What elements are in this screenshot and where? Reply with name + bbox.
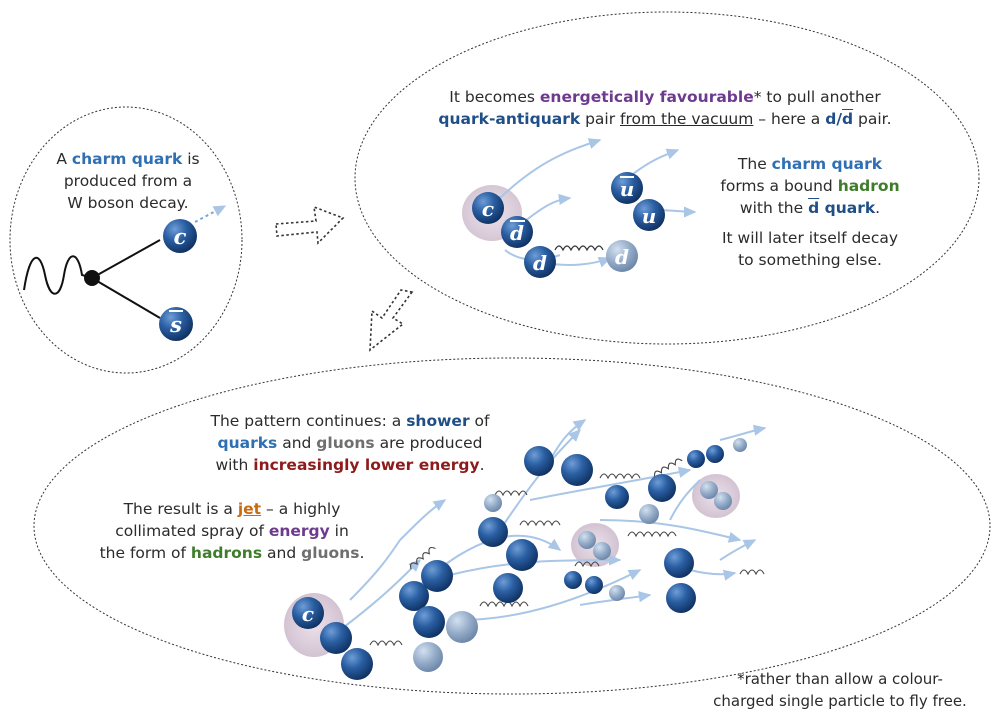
panel-1-circle — [9, 106, 243, 374]
w-boson-wavy-line — [23, 255, 93, 295]
gluon-coil — [599, 473, 641, 480]
jet-quark-ball — [648, 474, 676, 502]
quark-c-ball — [472, 192, 504, 224]
svg-text:s: s — [169, 312, 182, 337]
jet-quark-ball — [700, 481, 718, 499]
jet-quark-ball — [666, 583, 696, 613]
gluon-coil — [574, 561, 600, 568]
panel-1-caption: A charm quark is produced from a W boson… — [56, 150, 200, 212]
panel-2-caption: It becomes energetically favourable* to … — [438, 88, 892, 128]
jet-quark-ball — [639, 504, 659, 524]
jet-quark-ball — [561, 454, 593, 486]
jet-quark-ball — [413, 642, 443, 672]
jet-quark-ball — [320, 622, 352, 654]
panel-2-ellipse — [354, 11, 980, 345]
jet-quark-ball — [605, 485, 629, 509]
jet-quark-ball — [421, 560, 453, 592]
lower-energy-term: increasingly lower energy — [253, 456, 480, 474]
jet-quark-ball — [714, 492, 732, 510]
jet-shower-diagram: c — [284, 419, 767, 680]
gluon-coil — [653, 458, 683, 477]
jet-quark-ball — [484, 494, 502, 512]
decay-vertex — [84, 270, 100, 286]
gluon-coil — [554, 245, 604, 252]
jet-quark-ball — [524, 446, 554, 476]
panel-2-hadron-caption: The charm quark forms a bound hadron wit… — [720, 155, 900, 269]
jet-quark-ball — [664, 548, 694, 578]
panel-3-ellipse — [33, 357, 991, 695]
jet-quark-ball — [585, 576, 603, 594]
gluon-coil — [739, 569, 765, 576]
jet-quark-ball — [706, 445, 724, 463]
jet-quark-ball — [609, 585, 625, 601]
svg-text:u: u — [620, 177, 635, 201]
svg-text:c: c — [174, 224, 187, 249]
panel-3-shower-caption: The pattern continues: a shower of quark… — [210, 412, 490, 474]
jet-charm-quark-ball — [292, 597, 324, 629]
arrow-right-icon — [275, 205, 345, 245]
quark-ubar-ball — [611, 172, 643, 204]
jet-quark-ball — [399, 581, 429, 611]
jet-quark-ball — [593, 542, 611, 560]
anti-strange-quark-ball — [159, 307, 193, 341]
quark-dbar-ball — [501, 216, 533, 248]
energy-term: energy — [268, 522, 330, 540]
shower-term: shower — [406, 412, 470, 430]
energetically-favourable-term: energetically favourable — [539, 88, 754, 106]
gluon-coil — [519, 520, 561, 527]
jet-quark-ball — [493, 573, 523, 603]
panel-3-jet-caption: The result is a jet – a highly collimate… — [99, 500, 365, 562]
svg-text:c: c — [302, 602, 314, 626]
quark-u-ball — [633, 199, 665, 231]
pair-production-diagram: c d d u u d — [462, 138, 697, 278]
svg-text:d: d — [533, 251, 547, 275]
w-boson-decay-diagram: c s — [23, 205, 227, 341]
quark-d-ball — [524, 246, 556, 278]
jet-quark-ball — [341, 648, 373, 680]
jet-quark-ball — [413, 606, 445, 638]
gluon-coil — [479, 601, 529, 608]
hadron-term: hadron — [837, 177, 900, 195]
gluon-coil — [627, 531, 677, 538]
gluon-coil — [494, 490, 528, 497]
jet-quark-ball — [564, 571, 582, 589]
quark-antiquark-term: quark-antiquark — [438, 110, 581, 128]
jet-term: jet — [237, 500, 262, 518]
jet-quark-ball — [478, 517, 508, 547]
jet-quark-ball — [578, 531, 596, 549]
svg-text:u: u — [642, 204, 657, 228]
gluon-coil — [369, 640, 403, 647]
quark-d-faint-ball — [606, 240, 638, 272]
svg-text:c: c — [482, 197, 494, 221]
jet-quark-ball — [506, 539, 538, 571]
jet-quark-ball — [733, 438, 747, 452]
arrow-down-left-icon — [369, 289, 414, 352]
footnote: *rather than allow a colour- charged sin… — [713, 670, 967, 710]
charm-quark-term: charm quark — [71, 150, 183, 168]
charm-quark-ball — [163, 219, 197, 253]
svg-text:d: d — [510, 221, 524, 245]
jet-quark-ball — [446, 611, 478, 643]
jet-quark-ball — [687, 450, 705, 468]
gluon-coil — [410, 546, 436, 570]
svg-text:d: d — [615, 245, 629, 269]
